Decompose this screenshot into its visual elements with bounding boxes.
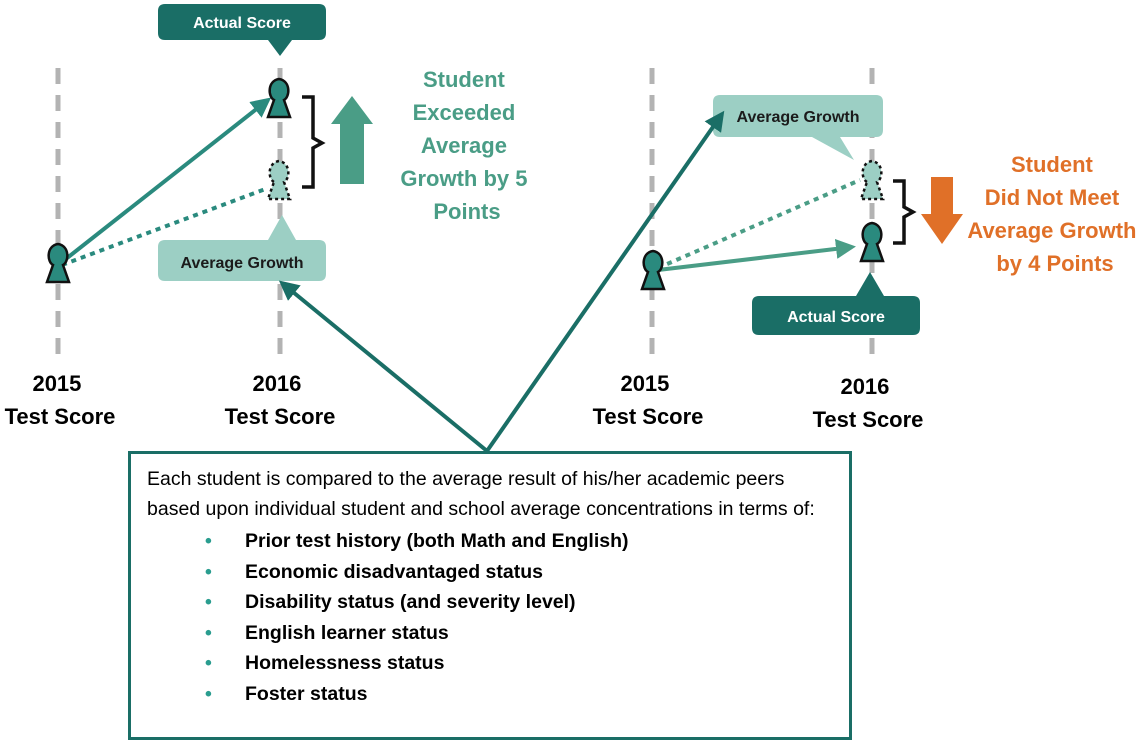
bullet-icon: • [205,621,212,644]
factor-text: Prior test history (both Math and Englis… [245,530,629,552]
list-item: • Disability status (and severity level) [205,587,833,618]
axis-label-2016-left: 2016 Test Score [225,371,336,429]
actual-score-callout-left [158,4,326,56]
bullet-icon: • [205,530,212,552]
average-growth-dotted-right [657,178,861,270]
gap-bracket-left [302,95,326,189]
list-item: • Prior test history (both Math and Engli… [205,526,833,557]
explanation-intro: Each student is compared to the average … [147,468,815,520]
axis-label-2015-right: 2015 Test Score [593,371,704,429]
bullet-icon: • [205,652,212,674]
student-2016-actual-marker-right [859,221,885,263]
up-arrow-icon [331,96,373,184]
factor-text: English learner status [245,621,449,644]
factor-text: Economic disadvantaged status [245,560,543,583]
factor-text: Disability status (and severity level) [245,591,576,613]
factor-text: Foster status [245,682,368,705]
average-growth-label-left: Average Growth [181,255,304,272]
factor-text: Homelessness status [245,652,445,674]
pointer-to-average-growth-left [278,280,489,453]
axis-label-2015-left: 2015 Test Score [5,371,116,429]
average-growth-dotted-left [61,186,269,267]
pointer-to-average-growth-right [485,110,725,453]
student-2015-marker-left [45,242,71,284]
down-arrow-icon [921,177,963,244]
outcome-text-left: Student Exceeded Average Growth by 5 Poi… [400,67,533,224]
list-item: • Foster status [205,679,833,710]
student-2016-average-marker-left [266,159,292,201]
actual-score-label-right: Actual Score [787,309,885,326]
list-item: • Economic disadvantaged status [205,557,833,588]
axis-label-2016-right: 2016 Test Score [813,374,924,432]
gap-bracket-right [893,179,917,245]
explanation-box: Each student is compared to the average … [128,451,852,740]
bullet-icon: • [205,560,212,583]
average-growth-callout-right [713,95,883,160]
average-growth-label-right: Average Growth [737,109,860,126]
actual-score-label-left: Actual Score [193,15,291,32]
average-growth-callout-left [158,215,326,281]
actual-score-callout-right [752,272,920,335]
student-2016-average-marker-right [859,159,885,201]
actual-growth-arrow-left [60,97,272,264]
list-item: • English learner status [205,618,833,649]
list-item: • Homelessness status [205,648,833,679]
student-2015-marker-right [640,249,666,291]
outcome-text-right: Student Did Not Meet Average Growth by 4… [967,152,1142,276]
bullet-icon: • [205,591,212,613]
bullet-icon: • [205,682,212,705]
student-2016-actual-marker-left [266,77,292,119]
actual-growth-arrow-right [657,238,856,272]
factor-list: • Prior test history (both Math and Engli… [147,526,833,709]
